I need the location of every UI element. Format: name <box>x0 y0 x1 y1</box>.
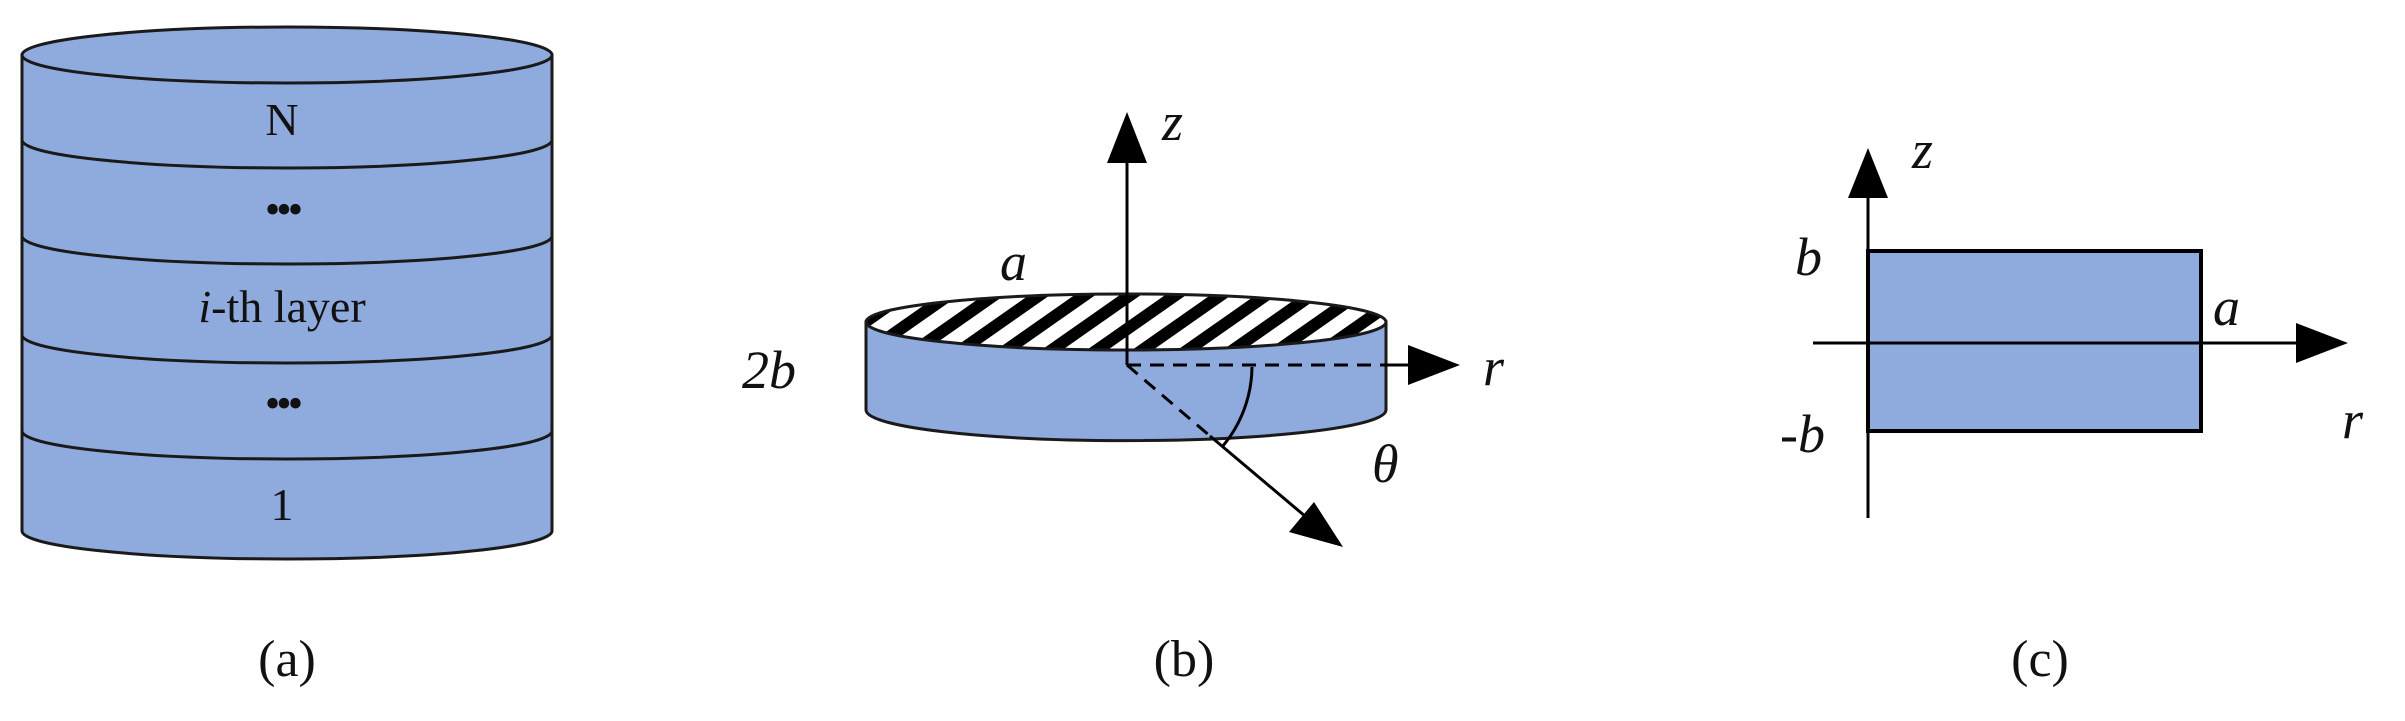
label-a-c: a <box>2213 277 2240 337</box>
theta-arrowhead <box>1289 502 1343 547</box>
label-2b: 2b <box>742 340 796 400</box>
layer-boundary <box>20 430 554 461</box>
label-r-b: r <box>1483 337 1505 397</box>
cylinder-body <box>20 53 554 561</box>
label-theta: θ <box>1372 434 1399 494</box>
theta-axis <box>1209 434 1313 524</box>
layer-boundary <box>20 334 554 365</box>
layer-boundary <box>20 235 554 266</box>
z-arrowhead <box>1107 112 1147 163</box>
label-a-b: a <box>1000 232 1027 292</box>
panel-c: z b -b a r (c) <box>1780 120 2364 688</box>
label-z-c: z <box>1911 120 1933 180</box>
caption-a: (a) <box>258 631 316 688</box>
layer-dots-upper: ••• <box>265 185 301 234</box>
layer-boundary <box>20 139 554 170</box>
r-arrowhead <box>1408 345 1460 385</box>
label-neg-b: -b <box>1780 404 1825 464</box>
layer-label-bottom: 1 <box>271 479 294 530</box>
r-arrowhead-c <box>2296 323 2348 363</box>
layer-label-top: N <box>265 94 298 145</box>
caption-c: (c) <box>2011 631 2069 688</box>
angle-arc <box>1220 366 1254 448</box>
z-arrowhead-c <box>1848 148 1888 198</box>
panel-b: z r a 2b θ (b) <box>742 92 1505 688</box>
caption-b: (b) <box>1154 631 1215 688</box>
label-z-b: z <box>1161 92 1183 152</box>
theta-axis-dashed <box>1126 363 1211 438</box>
label-b-c: b <box>1795 227 1822 287</box>
label-r-c: r <box>2342 390 2364 450</box>
cylinder-top <box>20 25 554 85</box>
panel-a: N ••• i-th layer ••• 1 (a) <box>20 25 554 688</box>
disk-side <box>864 320 1388 443</box>
layer-label-middle: i-th layer <box>198 281 365 332</box>
layered-cylinder <box>20 25 554 561</box>
cross-section-rect <box>1866 249 2203 433</box>
layer-dots-lower: ••• <box>265 379 301 428</box>
